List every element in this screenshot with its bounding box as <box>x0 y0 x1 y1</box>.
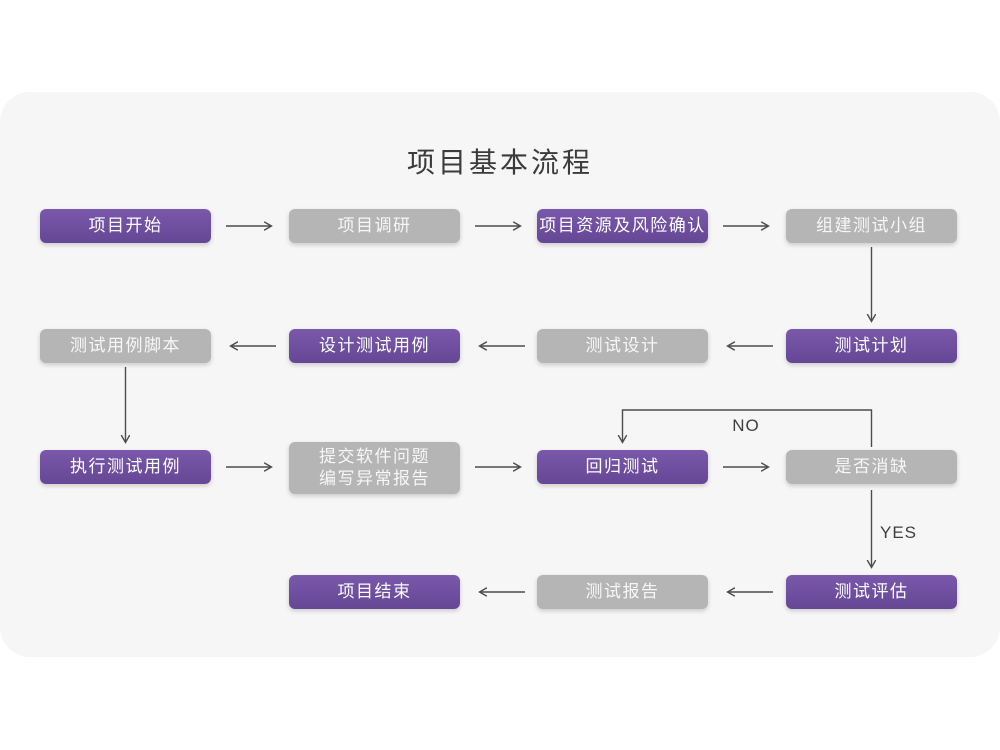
node-resources-risk-confirm: 项目资源及风险确认 <box>537 209 708 243</box>
node-project-start: 项目开始 <box>40 209 211 243</box>
node-execute-test-case: 执行测试用例 <box>40 450 211 484</box>
node-test-case-script: 测试用例脚本 <box>40 329 211 363</box>
node-test-evaluation: 测试评估 <box>786 575 957 609</box>
node-test-plan: 测试计划 <box>786 329 957 363</box>
node-regression-test: 回归测试 <box>537 450 708 484</box>
flowchart-card <box>0 92 1000 657</box>
yes-branch-label: YES <box>880 523 918 542</box>
diagram-title: 项目基本流程 <box>406 147 593 178</box>
node-project-research: 项目调研 <box>289 209 460 243</box>
node-project-end: 项目结束 <box>289 575 460 609</box>
node-submit-issue-report: 提交软件问题 编写异常报告 <box>289 442 460 494</box>
node-test-report: 测试报告 <box>537 575 708 609</box>
node-test-design: 测试设计 <box>537 329 708 363</box>
node-build-test-team: 组建测试小组 <box>786 209 957 243</box>
no-branch-label: NO <box>732 416 760 435</box>
node-defect-resolved: 是否消缺 <box>786 450 957 484</box>
node-design-test-case: 设计测试用例 <box>289 329 460 363</box>
